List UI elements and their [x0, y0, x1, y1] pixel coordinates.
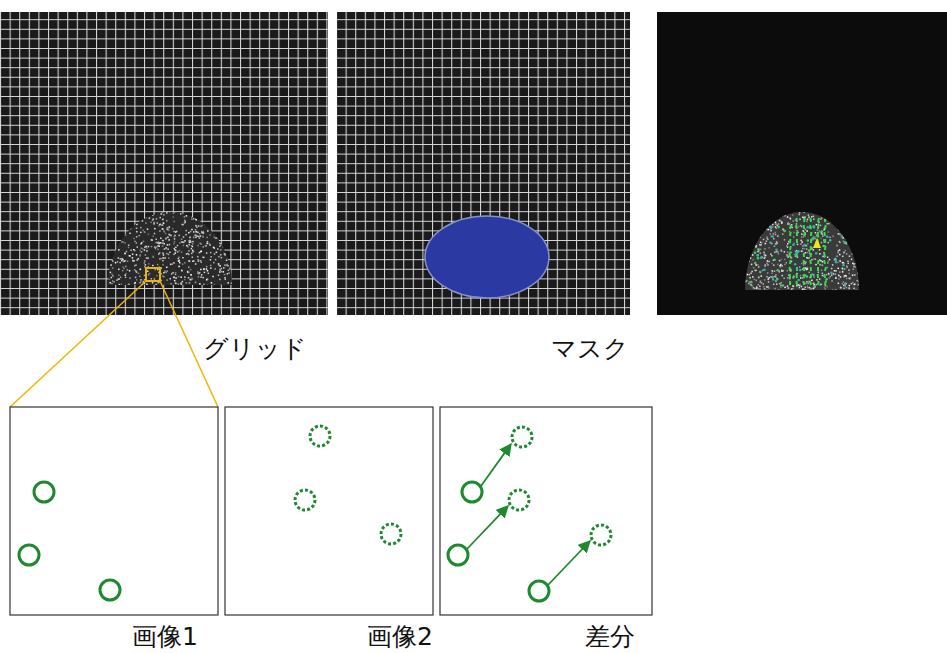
zoom-square: [146, 268, 160, 281]
vector-field: [750, 218, 852, 287]
dome-image: [108, 212, 232, 285]
image-box: [10, 407, 218, 615]
dome-image: [745, 212, 859, 290]
particles: [19, 426, 611, 601]
panel-label: グリッド: [201, 335, 309, 363]
speckle: [108, 210, 233, 286]
panel-label: 差分: [583, 623, 637, 651]
panel-label: 画像1: [130, 623, 200, 651]
panel-label: 画像2: [365, 623, 435, 651]
displacement-arrow: [467, 444, 590, 585]
vector-highlight: [813, 238, 821, 248]
panel-label: マスク: [549, 335, 631, 363]
speckle: [745, 210, 860, 291]
mask-ellipse: [425, 216, 549, 298]
grid-panel: [0, 12, 328, 315]
grid-panel: [337, 12, 630, 315]
image-box: [440, 407, 652, 615]
result-panel: [657, 12, 947, 315]
image-box: [225, 407, 433, 615]
zoom-line: [10, 281, 146, 407]
